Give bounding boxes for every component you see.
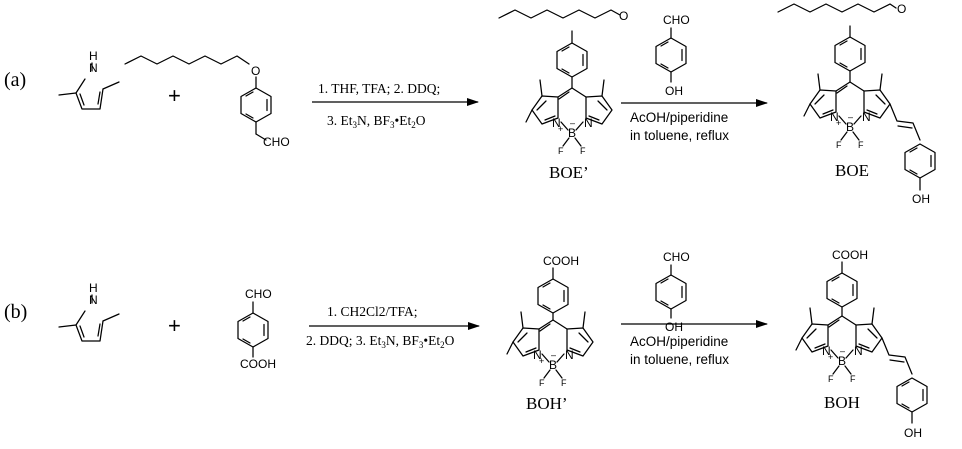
row-b-aldehyde-cooh: COOH [240,357,276,371]
row-a-cond2-line1: AcOH/piperidine [630,110,728,125]
row-b-label: (b) [4,301,27,323]
row-a-intermediate-o: O [619,9,628,23]
row-b-intermediate-n-right: N [565,348,574,362]
row-b-plus: + [168,313,181,338]
row-a-product-f1: F [836,140,842,150]
row-b-product-n-left: N [822,344,831,358]
row-b-cond-line2: 2. DDQ; 3. Et3N, BF3•Et2O [306,333,455,350]
row-a-intermediate-minus: – [570,118,575,128]
row-a-intermediate-plus: + [558,124,563,134]
row-a-product-minus: – [848,112,853,122]
row-a-product [777,3,936,191]
row-a-label: (a) [4,69,26,91]
row-b-cond2-line1: AcOH/piperidine [630,334,728,349]
row-b-product-n-right: N [854,344,863,358]
row-b-product-b: B [838,354,846,368]
row-a-aldehyde-cho: CHO [263,135,290,149]
row-b-cond2-line2: in toluene, reflux [630,352,729,367]
row-b: (b) N H + CHO COOH 1. CH2Cl2/TFA; 2. DDQ… [4,248,928,440]
row-a-cond-line2: 3. Et3N, BF3•Et2O [327,113,426,130]
row-b-intermediate-name: BOH’ [526,394,568,413]
row-a-product-n-right: N [862,110,871,124]
row-b-intermediate-minus: – [551,350,556,360]
row-a-aldehyde-o: O [251,64,260,78]
row-b-product-oh: OH [904,426,922,440]
row-a-cond2-line2: in toluene, reflux [630,128,729,143]
row-a-intermediate-f1: F [558,146,564,156]
row-a-cond-line1: 1. THF, TFA; 2. DDQ; [318,81,440,96]
row-b-intermediate-f2: F [561,378,567,388]
row-b-intermediate-b: B [549,358,557,372]
row-b-product-cooh: COOH [832,248,868,262]
row-b-reagent-cho: CHO [663,250,690,264]
row-a-product-n-left: N [830,110,839,124]
row-b-product-f1: F [828,374,834,384]
row-b-intermediate-n-left: N [533,348,542,362]
row-a: (a) N H + O CHO 1. THF, TFA; 2. DDQ; 3. … [4,2,936,206]
row-a-product-b: B [846,120,854,134]
row-b-intermediate-cooh: COOH [543,254,579,268]
row-b-product-plus: + [828,352,833,362]
row-b-pyrrole-n: N [89,293,98,307]
row-b-product-minus: – [840,346,845,356]
row-a-product-f2: F [858,140,864,150]
row-a-intermediate-n-left: N [552,116,561,130]
row-b-intermediate-plus: + [539,356,544,366]
row-a-product-plus: + [836,118,841,128]
row-a-product-o: O [897,2,906,16]
row-a-reagent [655,27,687,83]
row-a-aldehyde [124,55,272,141]
row-a-reagent-oh: OH [665,84,683,98]
row-b-pyrrole-h: H [89,281,98,295]
row-b-aldehyde-cho: CHO [245,287,272,301]
row-a-reagent-cho: CHO [663,13,690,27]
row-b-intermediate [506,267,594,379]
row-b-aldehyde [237,301,269,358]
row-b-product-f2: F [850,374,856,384]
row-a-product-oh: OH [912,192,930,206]
row-a-product-name: BOE [835,161,869,180]
row-b-reagent [655,264,687,319]
row-a-intermediate-b: B [568,126,576,140]
row-a-pyrrole-n: N [89,61,98,75]
row-b-intermediate-f1: F [539,378,545,388]
row-b-reagent-oh: OH [665,320,683,334]
row-a-intermediate-n-right: N [584,116,593,130]
row-a-plus: + [168,83,181,108]
row-a-intermediate-name: BOE’ [549,163,589,182]
row-b-cond-line1: 1. CH2Cl2/TFA; [327,304,418,319]
row-a-intermediate-f2: F [580,146,586,156]
row-b-product-name: BOH [824,393,860,412]
row-a-intermediate [498,9,621,147]
row-b-product [795,261,928,424]
row-a-pyrrole-h: H [89,49,98,63]
